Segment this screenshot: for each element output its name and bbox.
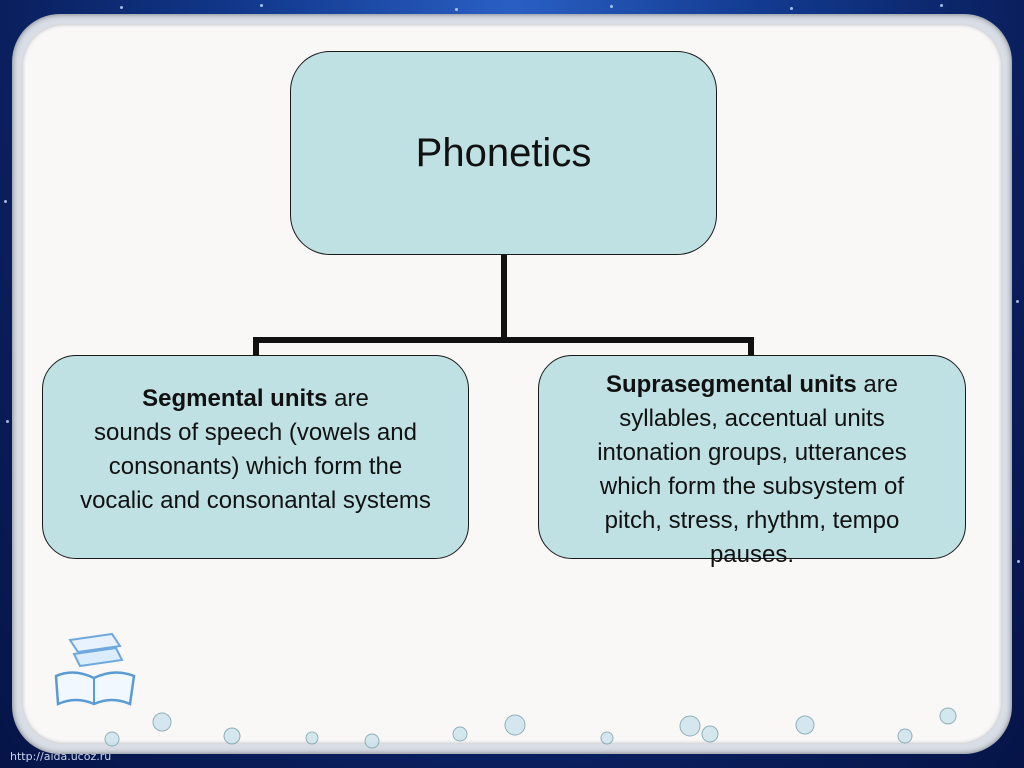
watermark-url: http://aida.ucoz.ru <box>10 750 111 763</box>
